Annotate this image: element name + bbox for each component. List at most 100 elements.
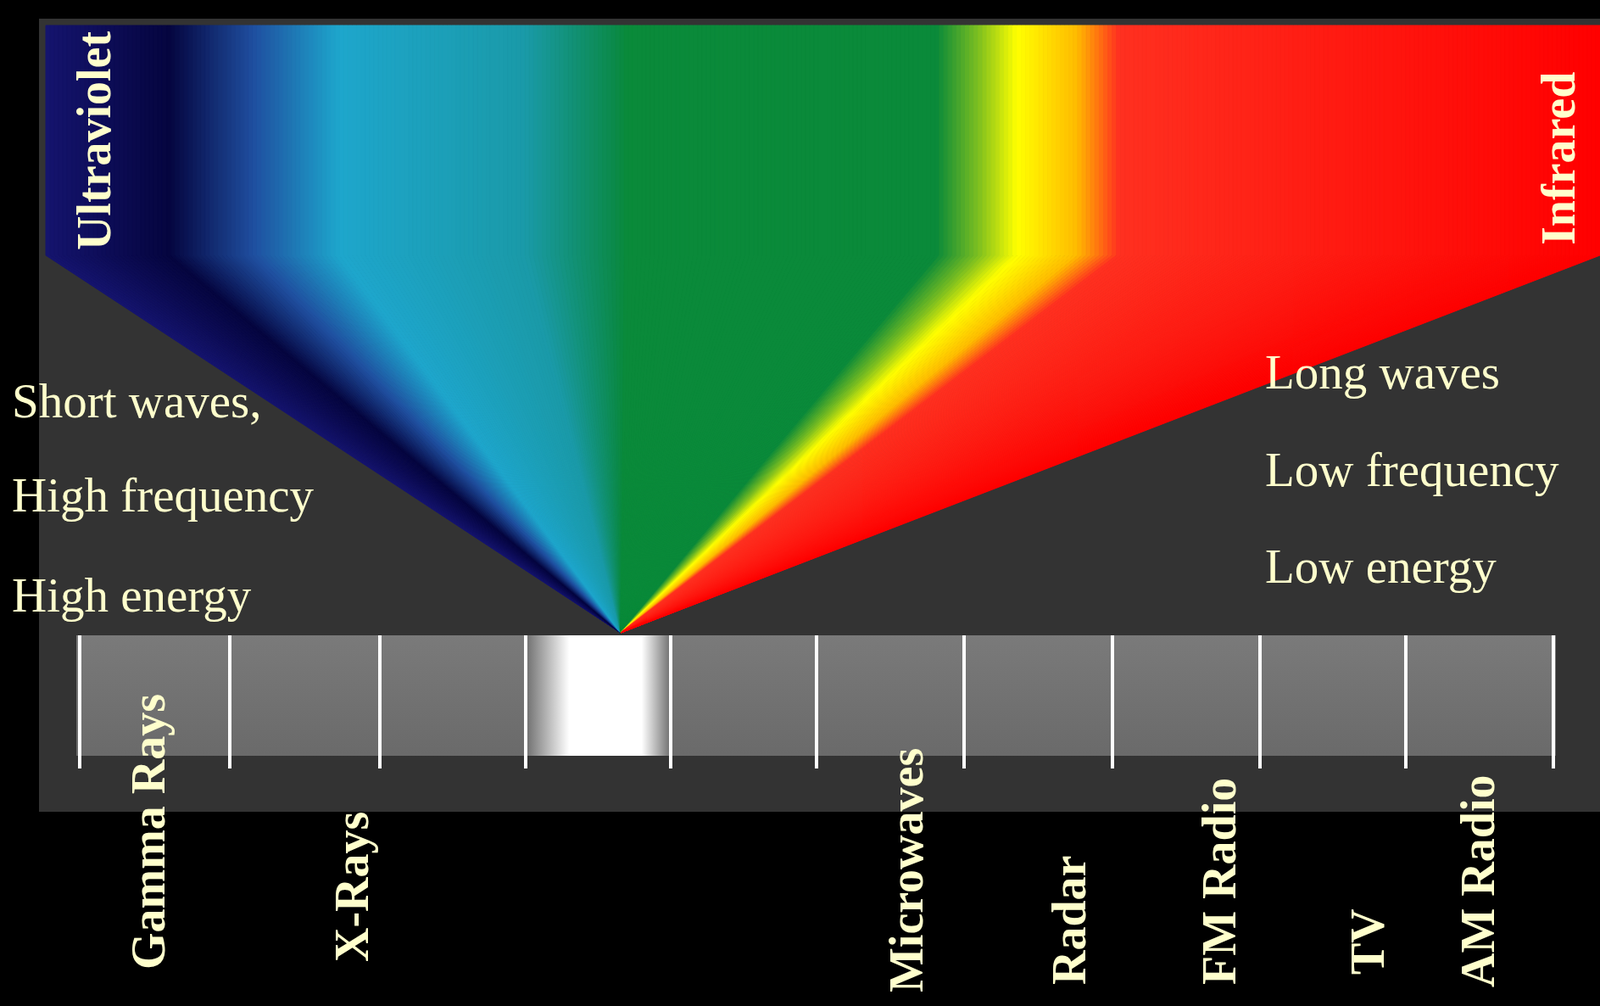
fan-strip (507, 25, 621, 633)
fan-strip (602, 25, 621, 633)
fan-strip (270, 25, 621, 633)
fan-strip (620, 25, 1584, 633)
wave-type-label: AM Radio (1454, 774, 1502, 987)
fan-strip (161, 25, 621, 633)
bar-ticks (79, 635, 1554, 769)
fan-strip (620, 25, 1579, 633)
fan-strip (196, 25, 621, 633)
fan-strip (330, 25, 621, 633)
fan-strip (481, 25, 621, 633)
fan-strip (214, 25, 621, 633)
fan-strip (188, 25, 621, 633)
property-note: Low energy (1265, 541, 1497, 591)
fan-strip (361, 25, 621, 633)
band-label: Ultraviolet (70, 31, 118, 251)
fan-strip (322, 25, 621, 633)
fan-strip (378, 25, 621, 633)
fan-strip (485, 25, 621, 633)
fan-strip (179, 25, 621, 633)
fan-strip (227, 25, 621, 633)
fan-strip (222, 25, 621, 633)
fan-strip (256, 25, 621, 633)
fan-strip (84, 25, 621, 633)
fan-strip (347, 25, 621, 633)
fan-strip (460, 25, 621, 633)
fan-strip (262, 25, 621, 633)
fan-strip (132, 25, 621, 633)
fan-strip (400, 25, 621, 633)
fan-strip (339, 25, 621, 633)
fan-strip (594, 25, 621, 633)
fan-strip (153, 25, 621, 633)
fan-strip (119, 25, 621, 633)
fan-strip (456, 25, 621, 633)
fan-strip (390, 25, 621, 633)
property-note: Long waves (1265, 347, 1500, 396)
fan-strip (248, 25, 621, 633)
fan-strip (167, 25, 621, 633)
fan-strip (568, 25, 621, 633)
wave-type-label: Radar (1045, 855, 1093, 985)
fan-strip (244, 25, 621, 633)
fan-strip (620, 25, 1566, 633)
property-note: High energy (11, 570, 251, 619)
fan-strip (365, 25, 621, 633)
wave-type-label: Gamma Rays (124, 693, 173, 970)
fan-strip (295, 25, 621, 633)
fan-strip (598, 25, 621, 633)
fan-strip (464, 25, 621, 633)
fan-strip (468, 25, 621, 633)
fan-strip (123, 25, 621, 633)
spectrum-fan (45, 25, 1600, 633)
fan-strip (442, 25, 621, 633)
fan-strip (287, 25, 621, 633)
fan-strip (590, 25, 621, 633)
fan-strip (66, 25, 621, 633)
fan-strip (542, 25, 621, 633)
fan-strip (386, 25, 621, 633)
fan-strip (128, 25, 621, 633)
fan-strip (136, 25, 621, 633)
fan-strip (533, 25, 621, 633)
fan-strip (54, 25, 621, 633)
fan-strip (171, 25, 621, 633)
fan-strip (369, 25, 621, 633)
fan-strip (421, 25, 621, 633)
fan-strip (520, 25, 621, 633)
fan-strip (114, 25, 621, 633)
fan-strip (537, 25, 621, 633)
fan-strip (499, 25, 621, 633)
fan-strip (140, 25, 621, 633)
fan-strip (200, 25, 621, 633)
wave-type-label: X-Rays (328, 811, 376, 962)
fan-strip (157, 25, 621, 633)
band-label: Infrared (1534, 72, 1583, 246)
fan-strip (438, 25, 621, 633)
fan-strip (144, 25, 621, 633)
fan-strip (235, 25, 621, 633)
property-note: Low frequency (1265, 445, 1560, 494)
wave-type-label: TV (1343, 908, 1392, 975)
fan-strip (429, 25, 621, 633)
fan-strip (266, 25, 621, 633)
fan-strip (451, 25, 621, 633)
fan-strip (559, 25, 621, 633)
fan-strip (278, 25, 621, 633)
fan-strip (231, 25, 621, 633)
fan-strip (89, 25, 621, 633)
fan-strip (209, 25, 621, 633)
fan-strip (620, 25, 1561, 633)
fan-strip (425, 25, 621, 633)
fan-strip (175, 25, 621, 633)
fan-strip (183, 25, 621, 633)
property-note: High frequency (11, 470, 314, 519)
fan-strip (72, 25, 621, 633)
fan-strip (80, 25, 621, 633)
fan-strip (412, 25, 621, 633)
fan-strip (300, 25, 621, 633)
fan-strip (524, 25, 621, 633)
fan-strip (620, 25, 1592, 633)
fan-strip (447, 25, 621, 633)
fan-strip (352, 25, 621, 633)
fan-strip (291, 25, 621, 633)
